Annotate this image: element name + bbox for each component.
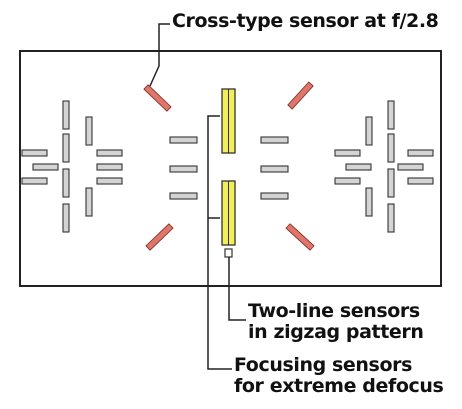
vertical-sensor-26	[387, 100, 395, 130]
horizontal-sensor-14	[334, 177, 361, 185]
vertical-sensor-20	[62, 168, 70, 198]
horizontal-sensor-2	[21, 177, 48, 185]
horizontal-sensor-1	[32, 163, 59, 171]
horizontal-sensor-17	[407, 177, 434, 185]
vertical-sensor-27	[387, 133, 395, 163]
horizontal-sensor-3	[96, 149, 123, 157]
horizontal-sensor-8	[169, 192, 198, 200]
gray-sensor-group	[21, 100, 434, 233]
horizontal-sensor-12	[334, 149, 361, 157]
diagonal-sensor-2	[145, 223, 174, 251]
label-focusing-line2: for extreme defocus	[234, 375, 444, 397]
leader-focusing	[207, 115, 232, 370]
label-two-line-line1: Two-line sensors	[248, 300, 420, 322]
horizontal-sensor-11	[260, 192, 289, 200]
horizontal-sensor-13	[345, 163, 372, 171]
horizontal-sensor-5	[96, 177, 123, 185]
center-small-sensor	[224, 248, 233, 258]
horizontal-sensor-4	[96, 163, 123, 171]
vertical-sensor-21	[62, 203, 70, 233]
horizontal-sensor-15	[407, 149, 434, 157]
vertical-sensor-28	[387, 168, 395, 198]
horizontal-sensor-6	[169, 136, 198, 144]
diagonal-sensor-group	[143, 81, 315, 251]
horizontal-sensor-7	[169, 165, 198, 173]
vertical-sensor-29	[387, 203, 395, 233]
center-sensor-group	[221, 88, 236, 258]
label-cross-type-sensor: Cross-type sensor at f/2.8	[172, 10, 439, 32]
label-two-line-line2: in zigzag pattern	[248, 321, 424, 343]
vertical-sensor-24	[365, 116, 373, 146]
vertical-sensor-22	[85, 116, 93, 146]
diagonal-sensor-0	[143, 84, 172, 112]
horizontal-sensor-9	[260, 136, 289, 144]
horizontal-sensor-0	[21, 149, 48, 157]
horizontal-sensor-16	[397, 163, 424, 171]
label-two-line-sensors: Two-line sensors in zigzag pattern	[248, 301, 424, 343]
leader-two-line	[228, 257, 246, 321]
diagonal-sensor-1	[287, 81, 314, 110]
horizontal-sensor-10	[260, 165, 289, 173]
label-focusing-line1: Focusing sensors	[234, 354, 412, 376]
diagonal-sensor-3	[285, 223, 315, 251]
vertical-sensor-25	[365, 187, 373, 217]
leader-lines	[149, 23, 246, 370]
vertical-sensor-18	[62, 100, 70, 130]
vertical-sensor-23	[85, 187, 93, 217]
leader-cross-type	[149, 23, 170, 87]
label-focusing-sensors: Focusing sensors for extreme defocus	[234, 354, 444, 397]
vertical-sensor-19	[62, 133, 70, 163]
